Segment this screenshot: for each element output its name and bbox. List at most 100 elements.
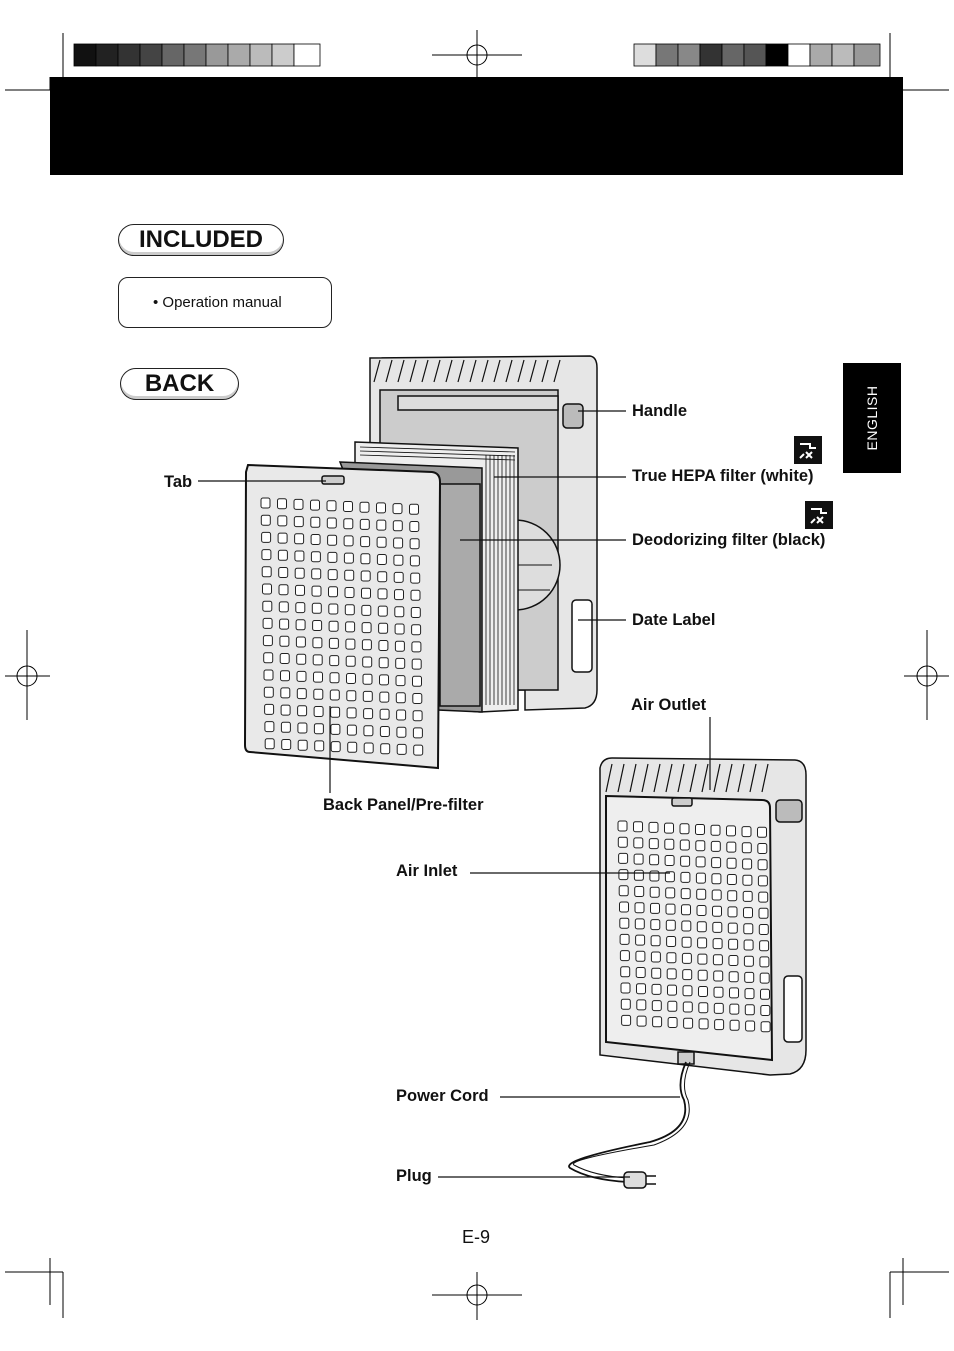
panel-hole: [636, 983, 646, 995]
panel-hole: [359, 518, 370, 530]
panel-hole: [681, 920, 692, 932]
panel-hole: [311, 602, 322, 614]
panel-hole: [712, 938, 723, 950]
panel-hole: [263, 652, 274, 664]
panel-hole: [650, 902, 660, 914]
back-panel-holes: [260, 497, 424, 756]
panel-hole: [743, 955, 754, 967]
panel-hole: [711, 857, 722, 869]
panel-hole: [617, 820, 628, 832]
panel-hole: [682, 969, 693, 981]
panel-hole: [409, 538, 420, 550]
panel-hole: [680, 855, 691, 867]
panel-hole: [378, 657, 389, 669]
panel-hole: [683, 1017, 694, 1029]
panel-hole: [344, 604, 355, 616]
panel-hole: [726, 874, 737, 885]
panel-hole: [295, 602, 306, 614]
panel-hole: [757, 843, 768, 854]
panel-hole: [743, 923, 754, 935]
panel-hole: [343, 518, 354, 530]
header-bar: [50, 77, 903, 175]
panel-hole: [361, 639, 372, 651]
panel-hole: [696, 888, 707, 900]
panel-hole: [326, 517, 337, 529]
panel-hole: [378, 640, 389, 651]
panel-hole: [650, 935, 661, 947]
panel-hole: [280, 670, 290, 682]
panel-hole: [617, 836, 628, 848]
registration-targets: [5, 30, 949, 1320]
panel-hole: [311, 568, 322, 580]
panel-hole: [278, 567, 289, 578]
panel-hole: [359, 501, 370, 513]
callout-hepa-filter: True HEPA filter (white): [632, 467, 814, 485]
panel-hole: [360, 570, 371, 582]
panel-hole: [698, 986, 708, 997]
panel-hole: [395, 675, 406, 687]
panel-hole: [711, 889, 722, 901]
panel-hole: [393, 537, 404, 549]
panel-hole: [728, 955, 739, 966]
panel-hole: [280, 704, 291, 716]
panel-hole: [377, 588, 388, 600]
panel-hole: [411, 641, 422, 653]
panel-hole: [343, 501, 353, 512]
panel-hole: [758, 907, 769, 919]
panel-hole: [727, 890, 738, 902]
panel-hole: [376, 554, 387, 565]
panel-hole: [343, 552, 354, 564]
panel-hole: [652, 1016, 663, 1028]
panel-hole: [729, 1003, 740, 1015]
panel-hole: [360, 553, 371, 565]
panel-hole: [312, 620, 323, 631]
panel-hole: [650, 919, 661, 931]
panel-hole: [396, 743, 407, 755]
panel-hole: [361, 587, 371, 599]
panel-hole: [681, 904, 691, 916]
panel-hole: [410, 572, 421, 584]
language-tab-label: ENGLISH: [864, 385, 880, 451]
panel-hole: [759, 956, 770, 968]
panel-hole: [396, 709, 407, 721]
panel-hole: [744, 988, 755, 1000]
panel-hole: [728, 971, 739, 983]
panel-hole: [651, 967, 662, 979]
panel-hole: [744, 1004, 755, 1016]
panel-hole: [619, 917, 630, 929]
panel-hole: [326, 500, 337, 512]
panel-hole: [695, 824, 705, 835]
panel-hole: [412, 710, 423, 722]
panel-hole: [681, 952, 692, 964]
panel-hole: [697, 969, 708, 981]
panel-hole: [667, 1000, 678, 1012]
panel-hole: [395, 657, 406, 669]
panel-hole: [744, 971, 755, 983]
callout-air-outlet: Air Outlet: [631, 696, 707, 714]
panel-hole: [666, 968, 677, 980]
panel-hole: [362, 673, 373, 685]
panel-hole: [264, 721, 275, 733]
panel-hole: [743, 939, 754, 951]
panel-hole: [277, 515, 288, 527]
panel-hole: [412, 693, 423, 704]
panel-hole: [665, 887, 676, 899]
panel-hole: [636, 999, 647, 1011]
panel-hole: [759, 940, 770, 952]
panel-hole: [618, 869, 629, 881]
panel-hole: [697, 953, 708, 965]
panel-hole: [760, 1021, 771, 1033]
panel-hole: [410, 607, 421, 618]
panel-hole: [682, 1001, 693, 1013]
panel-hole: [312, 654, 323, 666]
panel-hole: [667, 1017, 678, 1028]
panel-hole: [680, 871, 691, 883]
panel-hole: [712, 905, 722, 917]
panel-hole: [379, 691, 390, 703]
panel-hole: [636, 1015, 647, 1027]
gray-scale-bar-left: [73, 43, 321, 67]
panel-hole: [413, 744, 424, 756]
panel-hole: [411, 624, 422, 636]
panel-hole: [280, 721, 291, 733]
